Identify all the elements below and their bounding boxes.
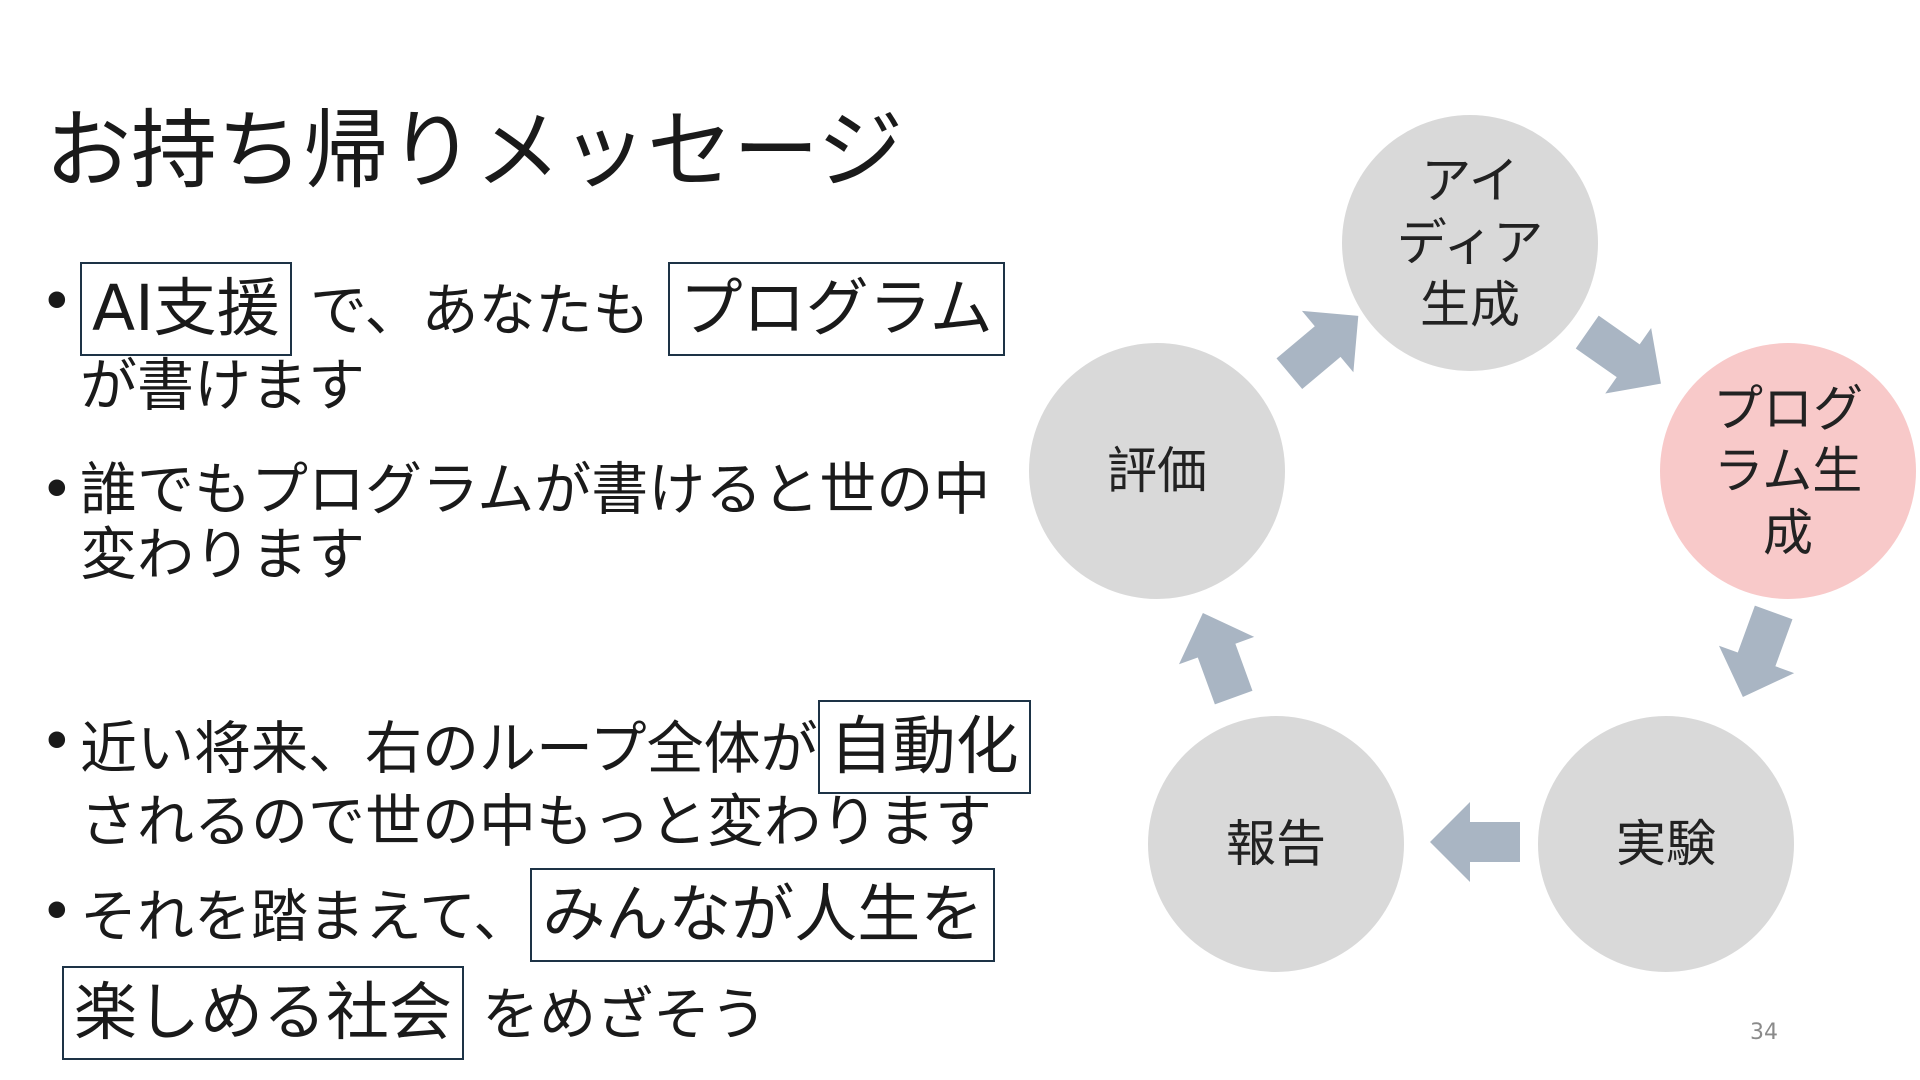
bullet-line: 近い将来、右のループ全体が xyxy=(80,716,818,782)
bullet-text: 近い将来、右のループ全体が自動化 されるので世の中もっと変わります xyxy=(80,700,1031,869)
page-number: 34 xyxy=(1750,1020,1778,1045)
bullet-dot: • xyxy=(40,879,74,945)
highlight-box: みんなが人生を xyxy=(530,868,996,962)
bullet-line: それを踏まえて、 xyxy=(80,884,531,950)
bullet-text: それを踏まえて、みんなが人生を 楽しめる社会 をめざそう xyxy=(62,868,996,1068)
cycle-node-evaluation: 評価 xyxy=(1029,343,1285,599)
cycle-diagram: アイ ディア 生成 プログ ラム生 成 実験 報告 評価 xyxy=(1020,100,1920,1000)
cycle-node-experiment: 実験 xyxy=(1538,716,1794,972)
bullet-text: AI支援 で、あなたも プログラム が書けます xyxy=(80,262,1005,429)
highlight-box: 自動化 xyxy=(817,700,1031,794)
bullet-dot: • xyxy=(40,457,74,523)
cycle-node-report: 報告 xyxy=(1148,716,1404,972)
cycle-node-idea: アイ ディア 生成 xyxy=(1342,115,1598,371)
cycle-node-program: プログ ラム生 成 xyxy=(1660,343,1916,599)
bullet-line: 誰でもプログラムが書けると世の中 xyxy=(80,457,991,523)
highlight-box: 楽しめる社会 xyxy=(62,966,464,1060)
arrow-icon xyxy=(1178,310,1795,882)
bullet-line: で、あなたも xyxy=(309,278,650,344)
bullet-dot: • xyxy=(40,269,74,335)
slide-title: お持ち帰りメッセージ xyxy=(45,101,904,201)
highlight-box: AI支援 xyxy=(80,262,292,356)
bullet-line: が書けます xyxy=(80,353,365,419)
bullet-dot: • xyxy=(40,709,74,775)
bullet-line: 変わります xyxy=(80,522,365,588)
bullet-line: されるので世の中もっと変わります xyxy=(80,789,992,855)
bullet-line: をめざそう xyxy=(482,982,768,1048)
bullet-text: 誰でもプログラムが書けると世の中 変わります xyxy=(80,458,990,588)
highlight-box: プログラム xyxy=(667,262,1005,356)
